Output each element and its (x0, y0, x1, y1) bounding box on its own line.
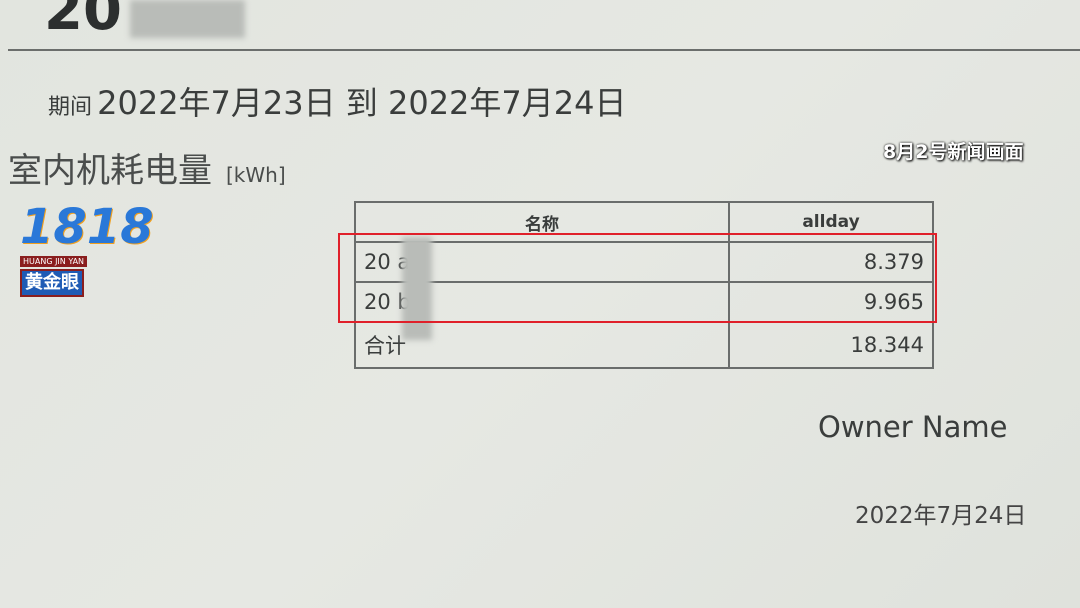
footer-date: 2022年7月24日 (855, 503, 1027, 529)
redaction-blur (130, 0, 245, 38)
total-value: 18.344 (728, 321, 934, 369)
divider (8, 49, 1080, 51)
logo-name: 黄金眼 (20, 269, 84, 297)
section-title: 室内机耗电量 [kWh] (8, 143, 286, 192)
header-allday: allday (728, 201, 934, 243)
logo-pinyin: HUANG JIN YAN (20, 256, 88, 267)
unit-label: [kWh] (226, 163, 286, 187)
table-header-row: 名称 allday (354, 201, 934, 243)
header-name: 名称 (354, 201, 730, 243)
news-caption: 8月2号新闻画面 (883, 141, 1024, 163)
logo-number: 1818 (20, 199, 154, 255)
period-line: 期间 2022年7月23日 到 2022年7月24日 (48, 78, 627, 124)
period-range: 2022年7月23日 到 2022年7月24日 (97, 84, 627, 122)
row-value: 8.379 (728, 241, 934, 283)
owner-name: Owner Name (818, 410, 1008, 444)
table-total-row: 合计 18.344 (354, 321, 934, 369)
section-title-text: 室内机耗电量 (8, 151, 212, 191)
document-top-number: 20 (44, 0, 122, 43)
period-label: 期间 (48, 95, 93, 120)
tv-logo: 1818 HUANG JIN YAN 黄金眼 (20, 200, 154, 297)
highlight-box (338, 233, 937, 323)
